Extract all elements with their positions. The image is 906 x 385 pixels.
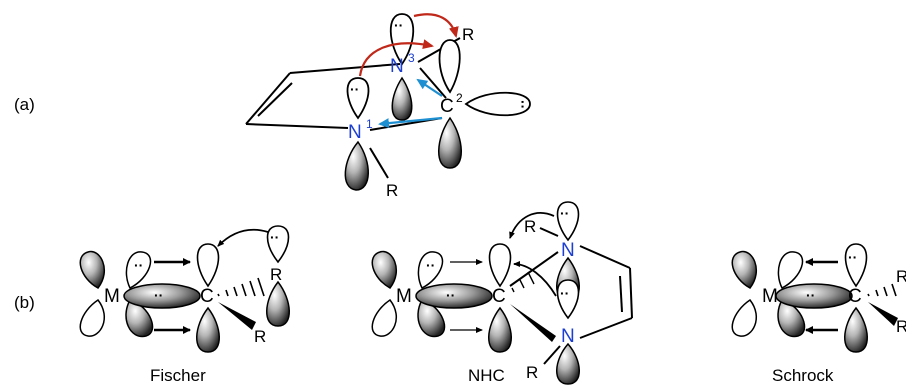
fischer-sigma-bond-orbital <box>123 283 201 309</box>
caption-schrock: Schrock <box>772 366 834 385</box>
nhc-upper-n-dots: ·· <box>560 205 569 221</box>
panel-a-label: (a) <box>14 95 35 114</box>
schrock-carbon-p-bottom <box>844 306 868 353</box>
schrock-substituent-r-upper: R <box>896 267 906 286</box>
blue-arrow-c2-to-n3 <box>416 78 443 97</box>
schrock-metal-d-lobe-ul <box>731 250 757 289</box>
c2-lone-pair-dots: ·· <box>515 100 531 109</box>
fischer-substituent-r-lower: R <box>254 327 266 346</box>
nhc-ring-bonds <box>509 227 633 365</box>
fischer-heteroatom-p-lobe <box>266 280 290 327</box>
nhc-carbon: C <box>492 286 506 307</box>
schrock-metal: M <box>762 286 778 307</box>
atom-n1: N <box>348 122 362 143</box>
fischer-carbon: C <box>200 286 214 307</box>
schrock-carbon-dots: ·· <box>848 249 857 265</box>
c2-sigma-lone-pair-orbital <box>464 91 531 117</box>
nhc-metal-d-lobe-ur <box>417 251 444 290</box>
fischer-carbon-p-bottom <box>196 306 220 353</box>
fischer-wedge-bond <box>218 302 256 330</box>
red-arrow-n3-to-c2 <box>413 13 459 38</box>
nhc-lower-n-lone-pair <box>556 279 580 320</box>
c2-empty-p-orbital-top <box>438 39 461 94</box>
nhc-substituent-r-lower: R <box>526 363 538 382</box>
substituent-r-n3: R <box>462 25 474 44</box>
ring-bond-c4n1 <box>245 123 349 129</box>
atom-c2: C <box>440 96 454 117</box>
panel-b-label: (b) <box>14 293 35 312</box>
nhc-metal: M <box>396 286 412 307</box>
schrock-wedge-bond <box>868 302 898 326</box>
n1-lone-pair-orbital <box>346 77 370 120</box>
fischer-substituent-r-upper: R <box>270 265 282 284</box>
schrock-sigma-bond-orbital <box>775 283 853 309</box>
nhc-hashed-bond <box>511 271 535 293</box>
nhc-wedge-bond <box>510 304 556 342</box>
fischer-metal-dots: ·· <box>134 257 143 273</box>
blue-arrow-c2-to-n1 <box>378 116 443 129</box>
nhc-upper-n-lone-pair <box>556 201 580 242</box>
ring-bond-c4c5 <box>245 72 291 125</box>
fischer-metal-d-lobe-ur <box>125 251 152 290</box>
panel-b: (b) ·· ·· M C ·· R <box>14 201 906 385</box>
atom-c2-number: 2 <box>456 91 463 105</box>
nhc-lower-n-dots: ·· <box>560 285 569 301</box>
nhc-upper-nitrogen: N <box>561 240 575 261</box>
nhc-pi-donation-arrow-lower <box>513 261 557 297</box>
fischer-sigma-dots: ·· <box>154 287 163 303</box>
schrock-carbon-p-top <box>844 243 868 288</box>
nhc-sigma-bond-orbital <box>415 283 493 309</box>
fischer-carbon-p-top <box>196 243 220 288</box>
fischer-complex: ·· ·· M C ·· R <box>79 225 290 385</box>
substituent-r-n1: R <box>386 181 398 200</box>
fischer-metal: M <box>104 286 120 307</box>
ring-bond-c5n3 <box>289 63 401 74</box>
nhc-carbon-p-bottom <box>488 306 512 353</box>
ring-bond-n3c2 <box>419 67 447 99</box>
fischer-metal-d-lobe-lr <box>125 299 154 338</box>
schrock-metal-d-lobe-ll <box>731 298 757 337</box>
schrock-hashed-bond <box>867 283 897 297</box>
fischer-pi-donation-arrow <box>217 228 269 247</box>
caption-fischer: Fischer <box>150 366 206 385</box>
schrock-complex: ·· M C ·· R R Schrock <box>731 243 906 385</box>
fischer-hashed-bond <box>217 277 265 297</box>
fischer-metal-d-lobe-ll <box>79 298 105 337</box>
nhc-metal-d-lobe-ul <box>371 250 397 289</box>
nhc-substituent-r-upper: R <box>524 217 536 236</box>
nhc-metal-dots: ·· <box>426 257 435 273</box>
schrock-sigma-dots: ·· <box>806 287 815 303</box>
fischer-heteroatom-lone-pair <box>266 225 290 264</box>
panel-a: (a) ·· N 3 ·· N 1 ·· <box>14 13 531 200</box>
nhc-pi-donation-arrow-upper <box>509 212 555 239</box>
nhc-complex: ·· ·· M C ·· N ·· N <box>371 201 633 385</box>
schrock-substituent-r-lower: R <box>896 317 906 336</box>
nhc-metal-d-lobe-lr <box>417 299 446 338</box>
nhc-lower-nitrogen: N <box>561 326 575 347</box>
n3-lone-pair-dots: ·· <box>394 17 403 33</box>
caption-nhc: NHC <box>468 366 505 385</box>
red-arrow-n1-to-c2 <box>358 39 434 77</box>
atom-n3: N <box>390 56 404 77</box>
n1-p-orbital-lobe <box>344 140 369 191</box>
atom-n3-number: 3 <box>408 51 415 65</box>
n1-lone-pair-dots: ·· <box>350 81 359 97</box>
ring-double-bond <box>257 82 293 117</box>
schrock-metal-d-lobe-ur <box>777 251 804 290</box>
n3-p-orbital-lobe <box>391 76 413 121</box>
bond-n1-r <box>369 147 389 179</box>
c2-p-orbital-bottom <box>438 116 462 169</box>
fischer-heteroatom-dots: ·· <box>270 229 279 245</box>
nhc-lower-n-p-lobe <box>556 342 580 385</box>
schrock-metal-d-lobe-lr <box>777 299 806 338</box>
nhc-carbon-p-top <box>488 243 512 288</box>
atom-n1-number: 1 <box>366 117 373 131</box>
nhc-metal-d-lobe-ll <box>371 298 397 337</box>
schrock-carbon: C <box>848 286 862 307</box>
nhc-sigma-dots: ·· <box>446 287 455 303</box>
fischer-metal-d-lobe-ul <box>79 250 105 289</box>
